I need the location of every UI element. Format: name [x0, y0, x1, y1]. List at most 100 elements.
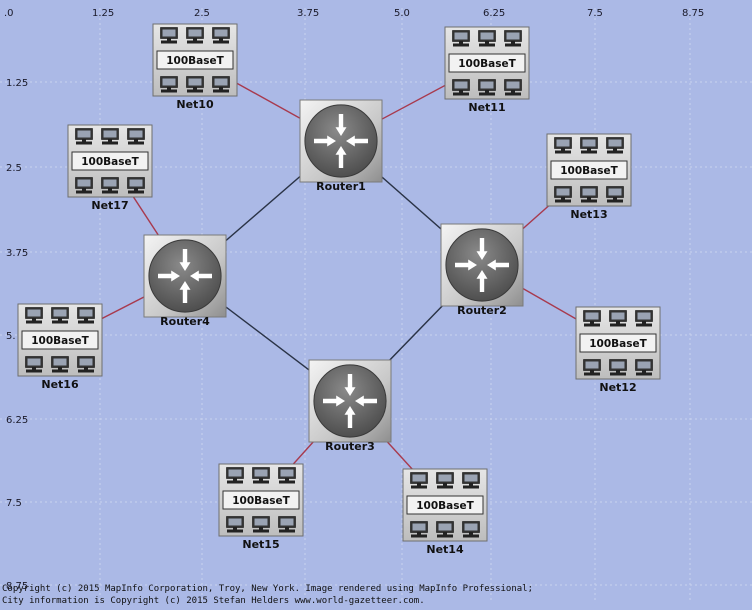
- computer-icon: [51, 307, 69, 324]
- badge-frame: [448, 53, 526, 73]
- x-tick-label: 2.5: [194, 8, 210, 19]
- computer-icon: [101, 177, 119, 194]
- y-tick-label: 8.75: [6, 581, 28, 592]
- router-icon: [313, 364, 387, 438]
- computer-icon: [160, 27, 178, 44]
- computer-icon: [278, 467, 296, 484]
- router-label: Router3: [325, 440, 375, 453]
- computer-icon: [410, 472, 428, 489]
- router-label: Router1: [316, 180, 366, 193]
- computer-icon: [583, 310, 601, 327]
- nodes: 100BaseTNet10100BaseTNet11100BaseTNet121…: [17, 23, 661, 556]
- network-node-net15[interactable]: 100BaseT Net15: [218, 463, 304, 551]
- x-tick-label: 7.5: [587, 8, 603, 19]
- x-tick-label: .0: [4, 8, 14, 19]
- badge-frame: [71, 151, 149, 171]
- computer-icon: [436, 472, 454, 489]
- y-tick-label: 5.: [6, 331, 16, 342]
- network-node-net10[interactable]: 100BaseT Net10: [152, 23, 238, 111]
- computer-icon: [75, 128, 93, 145]
- copyright-notice: Copyright (c) 2015 MapInfo Corporation, …: [2, 584, 533, 606]
- computer-icon: [252, 467, 270, 484]
- computer-icon: [75, 177, 93, 194]
- computer-icon: [25, 356, 43, 373]
- computer-icon: [101, 128, 119, 145]
- network-label: Net10: [176, 98, 214, 111]
- network-badge-text: 100BaseT: [589, 338, 647, 350]
- network-badge-text: 100BaseT: [232, 495, 290, 507]
- x-tick-label: 3.75: [297, 8, 319, 19]
- badge-frame: [406, 495, 484, 515]
- x-tick-label: 5.0: [394, 8, 410, 19]
- network-label: Net15: [242, 538, 279, 551]
- computer-icon: [504, 30, 522, 47]
- computer-icon: [609, 359, 627, 376]
- network-badge-text: 100BaseT: [166, 55, 224, 67]
- router-node-router4[interactable]: Router4: [143, 234, 227, 328]
- computer-icon: [462, 521, 480, 538]
- x-axis-labels: .0 1.25 2.5 3.75 5.0 6.25 7.5 8.75: [4, 8, 704, 19]
- network-badge-text: 100BaseT: [560, 165, 618, 177]
- computer-icon: [212, 27, 230, 44]
- computer-icon: [77, 356, 95, 373]
- router-icon: [304, 104, 378, 178]
- router-icon: [148, 239, 222, 313]
- computer-icon: [580, 186, 598, 203]
- computer-icon: [278, 516, 296, 533]
- computer-icon: [252, 516, 270, 533]
- router-label: Router2: [457, 304, 507, 317]
- computer-icon: [462, 472, 480, 489]
- network-label: Net13: [570, 208, 607, 221]
- computer-icon: [127, 128, 145, 145]
- computer-icon: [212, 76, 230, 93]
- computer-icon: [554, 137, 572, 154]
- badge-frame: [21, 330, 99, 350]
- computer-icon: [606, 186, 624, 203]
- network-label: Net14: [426, 543, 464, 556]
- y-tick-label: 7.5: [6, 498, 22, 509]
- computer-icon: [609, 310, 627, 327]
- y-tick-label: 6.25: [6, 415, 28, 426]
- computer-icon: [186, 27, 204, 44]
- computer-icon: [160, 76, 178, 93]
- computer-icon: [226, 467, 244, 484]
- router-node-router2[interactable]: Router2: [440, 223, 524, 317]
- computer-icon: [504, 79, 522, 96]
- network-node-net13[interactable]: 100BaseT Net13: [546, 133, 632, 221]
- network-badge-text: 100BaseT: [458, 58, 516, 70]
- y-axis-labels: 1.252.53.755.6.257.58.75: [6, 78, 28, 592]
- badge-frame: [156, 50, 234, 70]
- router-node-router3[interactable]: Router3: [308, 359, 392, 453]
- x-tick-label: 8.75: [682, 8, 704, 19]
- badge-frame: [550, 160, 628, 180]
- network-node-net12[interactable]: 100BaseT Net12: [575, 306, 661, 394]
- computer-icon: [226, 516, 244, 533]
- computer-icon: [51, 356, 69, 373]
- router-node-router1[interactable]: Router1: [299, 99, 383, 193]
- copyright-line: City information is Copyright (c) 2015 S…: [2, 596, 425, 606]
- y-tick-label: 1.25: [6, 78, 28, 89]
- copyright-line: Copyright (c) 2015 MapInfo Corporation, …: [2, 584, 533, 594]
- computer-icon: [452, 30, 470, 47]
- computer-icon: [478, 79, 496, 96]
- network-node-net11[interactable]: 100BaseT Net11: [444, 26, 530, 114]
- computer-icon: [635, 359, 653, 376]
- computer-icon: [606, 137, 624, 154]
- badge-frame: [222, 490, 300, 510]
- x-tick-label: 1.25: [92, 8, 114, 19]
- computer-icon: [554, 186, 572, 203]
- network-badge-text: 100BaseT: [31, 335, 89, 347]
- computer-icon: [580, 137, 598, 154]
- network-label: Net11: [468, 101, 505, 114]
- badge-frame: [579, 333, 657, 353]
- computer-icon: [186, 76, 204, 93]
- network-label: Net12: [599, 381, 636, 394]
- computer-icon: [635, 310, 653, 327]
- computer-icon: [478, 30, 496, 47]
- router-label: Router4: [160, 315, 210, 328]
- x-tick-label: 6.25: [483, 8, 505, 19]
